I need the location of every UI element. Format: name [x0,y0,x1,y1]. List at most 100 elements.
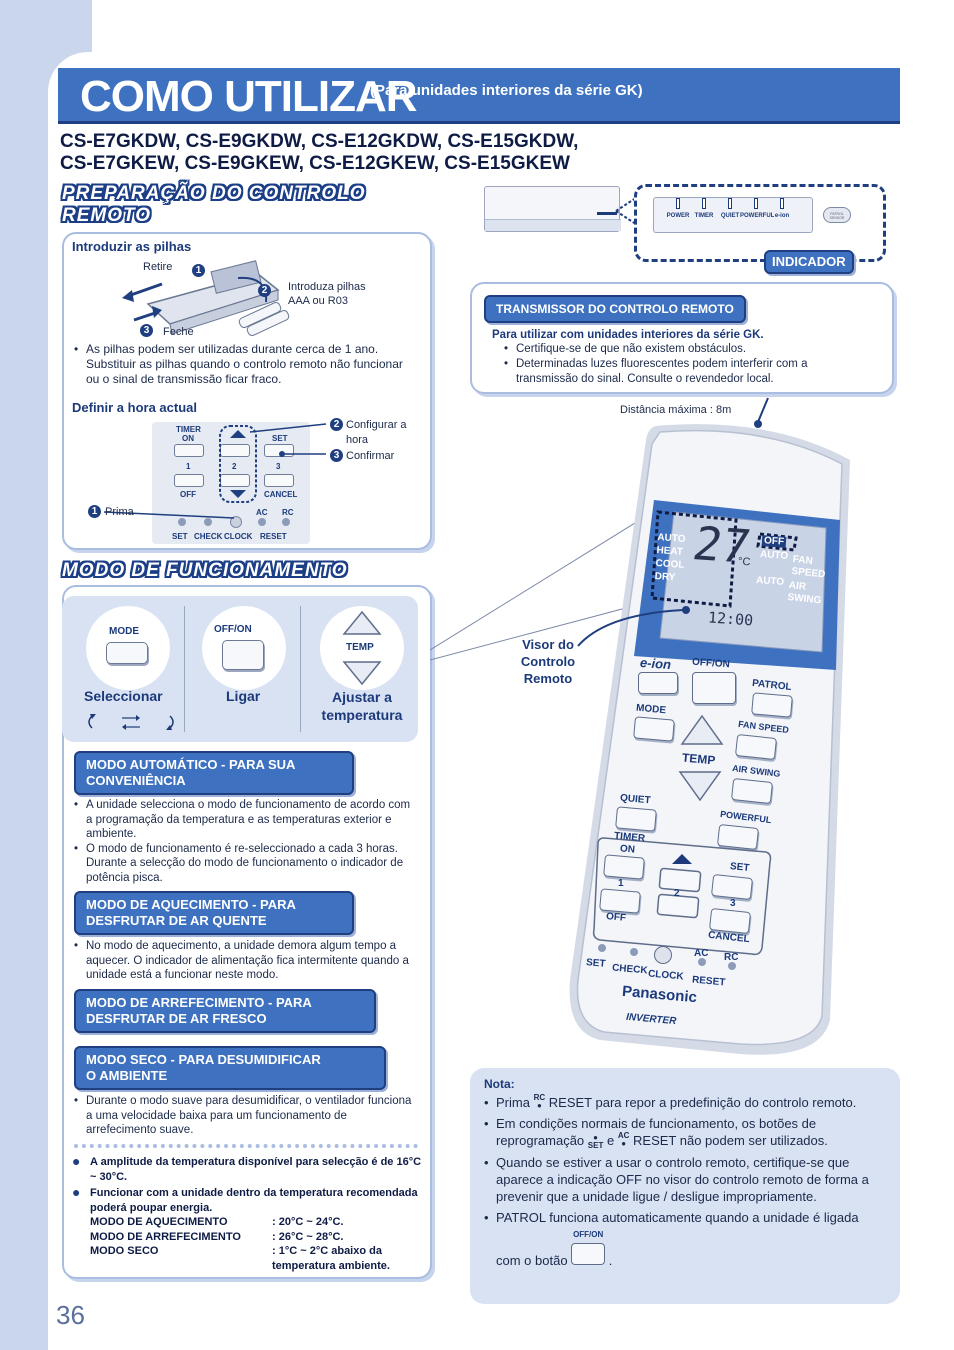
timer-frame [592,837,772,956]
battery-step-3: Feche [163,326,194,338]
distance-pointer [754,397,769,428]
prep-heading: PREPARAÇÃO DO CONTROLO REMOTO [62,183,366,226]
page-title: COMO UTILIZAR [80,72,418,121]
mini-remote: TIMER ON SET 1 2 3 OFF CANCEL AC RC SET … [152,422,310,544]
transmitter-bullets: Certifique-se de que não existem obstácu… [502,342,862,387]
clock-step-3: Confirmar [346,450,395,462]
ac-pin-icon: AC● [617,1131,630,1148]
lcd-mode-item: DRY [654,570,676,584]
timer-on-button[interactable] [603,854,645,880]
transmitter-label: TRANSMISSOR DO CONTROLO REMOTO [484,295,746,323]
indicator-lamp [728,198,732,209]
timer-off-button[interactable] [599,888,641,914]
indicator-lamp-label: POWERFUL [740,213,775,219]
battery-step-1: Retire [143,261,173,273]
title-bar: COMO UTILIZAR (Para unidades interiores … [58,68,900,124]
clock-badge-1: 1 [88,505,101,518]
offon-button[interactable] [692,672,736,704]
eion-logo: e-ion [639,654,672,673]
unit-lamps [597,212,617,215]
clock-badge-3: 3 [330,449,343,462]
batteries-title: Introduzir as pilhas [72,239,192,254]
modes-heading: MODO DE FUNCIONAMENTO [62,560,348,581]
display-callout-line [577,606,690,647]
dotted-divider [74,1144,418,1148]
check-pin[interactable] [630,948,638,956]
battery-illustration [122,260,280,335]
lcd-unit: °C [737,555,751,569]
models-line-1: CS-E7GKDW, CS-E9GKDW, CS-E12GKDW, CS-E15… [60,131,579,152]
ac-pin[interactable] [698,958,706,966]
indicator-lamp-label: TIMER [694,213,714,219]
timer-arrows [656,854,702,919]
dry-mode-bullets: Durante o modo suave para desumidificar,… [72,1094,412,1138]
badge-1: 1 [192,264,205,277]
set-pin-icon: ●SET [587,1132,604,1150]
indicator-lamp-label: QUIET [720,213,740,219]
temp-up-button[interactable] [682,716,722,744]
eion-button[interactable] [638,672,678,694]
lcd-off: OFF [761,535,787,548]
indicator-lamp [676,198,680,209]
temp-button-icon: TEMP [320,606,404,690]
temp-down-button[interactable] [680,772,720,800]
rc-pin[interactable] [728,962,736,970]
clock-badge-2: 2 [330,418,343,431]
clock-callouts [103,423,327,519]
model-list: CS-E7GKDW, CS-E9GKDW, CS-E12GKDW, CS-E15… [60,131,578,175]
transmitter-intro: Para utilizar com unidades interiores da… [492,329,764,341]
lcd-auto-fan: AUTO [759,549,789,562]
indicator-lamp [780,198,784,209]
patrol-button[interactable] [751,692,793,718]
rc-pin-icon: RC● [533,1093,546,1110]
lcd-auto-swing: AUTO [755,575,785,588]
indoor-unit [484,186,621,232]
indicator-label: INDICADOR [764,250,854,274]
batteries-icon [238,301,290,336]
set-button[interactable] [710,873,754,901]
notes-list: Prima RC● RESET para repor a predefiniçã… [482,1094,886,1269]
clock-step-1: Prima [105,506,134,518]
badge-2: 2 [258,284,271,297]
lcd-air-swing: AIR SWING [786,579,822,607]
models-line-2: CS-E7GKEW, CS-E9GKEW, CS-E12GKEW, CS-E15… [60,153,570,174]
patrol-sensor: PATROL SENSOR [823,207,851,223]
clock-title: Definir a hora actual [72,400,197,415]
indicator-lamp [754,198,758,209]
mode-buttons-panel: MODE OFF/ON TEMP Seleccionar Ligar Ajust… [62,596,418,742]
heat-mode-bullets: No modo de aquecimento, a unidade demora… [72,939,424,983]
cycle-arrows-icon [88,714,174,730]
fan-speed-button[interactable] [734,733,778,761]
set-reset-pin[interactable] [598,944,606,952]
page-subtitle: (Para unidades interiores da série GK) [370,82,643,99]
select-label: Seleccionar [84,688,163,704]
lcd-fan-speed: FAN SPEED [790,553,826,581]
mode-button[interactable] [633,716,675,742]
indicator-lamp [702,198,706,209]
indicator-box: PATROL SENSOR [634,184,886,262]
offon-button-icon: OFF/ON [202,606,286,690]
indicator-lamp-label: e-ion [774,213,790,219]
auto-mode-bullets: A unidade selecciona o modo de funcionam… [72,798,412,885]
mode-button-icon: MODE [86,606,170,690]
temperature-notes: ● A amplitude da temperatura disponível … [72,1153,422,1272]
display-callout: Visor do Controlo Remoto [520,637,576,686]
offon-button-small: OFF/ON [571,1226,606,1269]
lcd-clock: 12:00 [707,608,754,630]
page-number: 36 [56,1300,85,1330]
notes-title: Nota: [484,1077,515,1091]
clock-button[interactable] [654,946,672,964]
air-swing-button[interactable] [730,777,774,805]
indicator-lamp-label: POWER [666,213,690,219]
max-distance: Distância máxima : 8m [620,404,732,416]
temp-arrows [678,714,724,802]
quiet-button[interactable] [615,806,657,832]
